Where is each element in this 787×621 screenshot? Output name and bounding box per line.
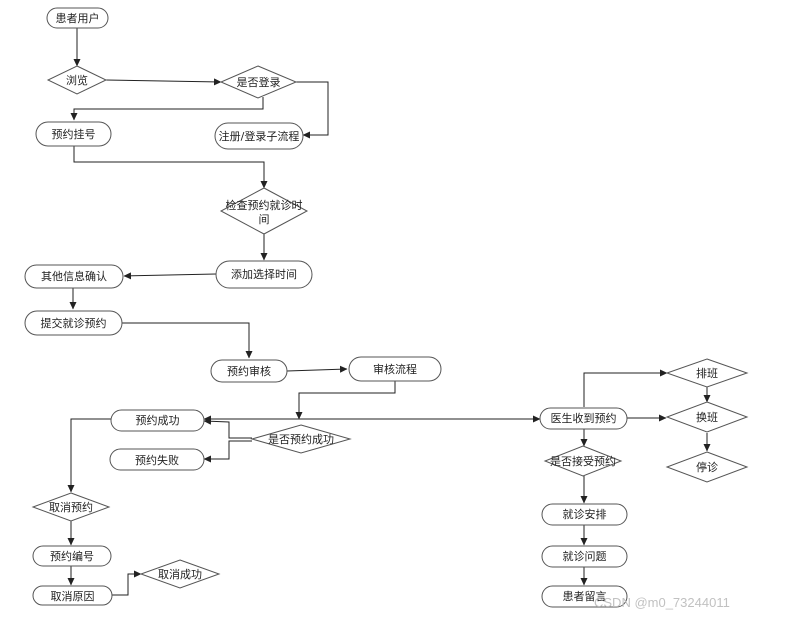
node-patient-user[interactable]: 患者用户 (46, 7, 109, 29)
edge-reason-to-cancel-success (112, 570, 142, 596)
node-label: 是否预约成功 (268, 433, 334, 446)
node-is-appointment-success[interactable]: 是否预约成功 (250, 424, 352, 454)
edges (67, 28, 711, 596)
node-is-logged-in[interactable]: 是否登录 (219, 65, 298, 99)
node-schedule[interactable]: 排班 (665, 358, 749, 388)
node-label: 取消原因 (51, 589, 95, 603)
node-label: 换班 (696, 410, 718, 424)
node-register-login-subflow[interactable]: 注册/登录子流程 (214, 122, 304, 150)
edge-process-to-merge (295, 381, 396, 420)
node-patient-message[interactable]: 患者留言 (541, 585, 628, 608)
edge-decision-to-success (203, 417, 252, 439)
node-shift-change[interactable]: 换班 (665, 401, 749, 433)
node-appointment-failed[interactable]: 预约失败 (109, 448, 205, 471)
node-label: 患者用户 (56, 11, 100, 25)
node-consult-question[interactable]: 就诊问题 (541, 545, 628, 568)
node-label: 患者留言 (563, 590, 607, 603)
watermark: CSDN @m0_73244011 (594, 595, 730, 610)
node-other-info-confirm[interactable]: 其他信息确认 (24, 264, 124, 289)
node-label: 浏览 (66, 73, 88, 87)
edge-submit-to-review (122, 322, 253, 359)
node-accept-appointment[interactable]: 是否接受预约 (543, 445, 623, 477)
edge-book-to-check-time (73, 146, 268, 189)
node-label: 检查预约就诊时 (226, 198, 303, 212)
node-label: 停诊 (696, 460, 718, 474)
edge-doctor-to-schedule (583, 369, 668, 407)
node-browse[interactable]: 浏览 (46, 65, 108, 95)
edge-decision-to-failed (203, 440, 252, 463)
node-label: 预约成功 (136, 414, 180, 427)
edge-login-check-to-book (70, 97, 264, 121)
node-label: 预约失败 (135, 453, 179, 467)
node-appointment-success[interactable]: 预约成功 (110, 409, 205, 432)
node-label: 就诊安排 (563, 507, 607, 521)
node-doctor-receive[interactable]: 医生收到预约 (539, 407, 628, 430)
node-add-select-time[interactable]: 添加选择时间 (215, 260, 313, 289)
node-label: 提交就诊预约 (41, 316, 107, 330)
node-label: 是否接受预约 (550, 455, 616, 468)
node-label-line2: 间 (259, 213, 270, 226)
node-cancel-appointment[interactable]: 取消预约 (31, 492, 111, 522)
edge-add-time-to-other-info (123, 272, 217, 280)
node-review-process[interactable]: 审核流程 (348, 356, 442, 382)
node-label: 取消预约 (49, 500, 93, 514)
edge-browse-to-login-check (105, 78, 222, 86)
node-cancel-success[interactable]: 取消成功 (139, 559, 221, 589)
node-label: 是否登录 (237, 75, 281, 89)
node-appointment-number[interactable]: 预约编号 (32, 545, 112, 567)
node-label: 预约挂号 (52, 127, 96, 141)
node-stop-consult[interactable]: 停诊 (665, 451, 749, 483)
node-label: 添加选择时间 (231, 267, 297, 281)
node-cancel-reason[interactable]: 取消原因 (32, 585, 113, 606)
node-label: 排班 (696, 366, 718, 380)
node-consult-arrange[interactable]: 就诊安排 (541, 503, 628, 526)
node-book-appointment[interactable]: 预约挂号 (35, 121, 112, 147)
edge-login-check-to-register (296, 81, 329, 139)
node-label: 注册/登录子流程 (219, 129, 300, 143)
node-label: 预约审核 (227, 364, 271, 378)
edge-review-to-process (286, 365, 348, 373)
node-appointment-review[interactable]: 预约审核 (210, 359, 288, 383)
node-label: 就诊问题 (563, 549, 607, 563)
node-label: 医生收到预约 (551, 411, 617, 425)
node-check-appointment-time[interactable]: 检查预约就诊时 间 (219, 187, 309, 235)
node-label: 取消成功 (158, 567, 202, 581)
node-label: 预约编号 (50, 549, 94, 563)
node-submit-appointment[interactable]: 提交就诊预约 (24, 310, 123, 336)
node-label: 其他信息确认 (41, 269, 107, 283)
node-label: 审核流程 (373, 362, 417, 376)
edge-success-to-cancel (67, 418, 111, 493)
